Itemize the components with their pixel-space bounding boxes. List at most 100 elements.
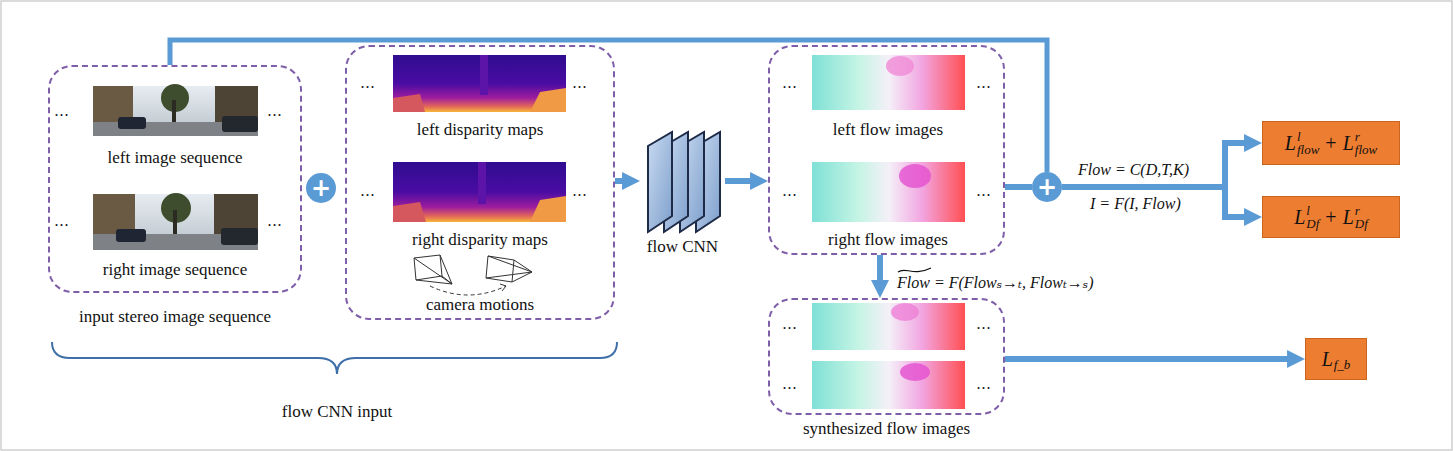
disparity-gradient	[393, 162, 566, 222]
dashed-group: left flow images right flow images	[768, 45, 1005, 255]
plus-circle: +	[1032, 172, 1062, 202]
ellipsis: ...	[361, 183, 376, 199]
subscript: flow	[1355, 143, 1377, 156]
ellipsis: ...	[977, 316, 992, 332]
subscript: f_b	[1334, 355, 1351, 375]
ellipsis: ...	[783, 316, 798, 332]
flow-blob	[900, 363, 930, 381]
formula-row: Lf_b	[1322, 349, 1351, 369]
disparity-near	[530, 88, 566, 112]
disparity-near	[393, 94, 425, 112]
image-tile: left disparity maps	[390, 53, 570, 140]
disparity-pole	[478, 162, 486, 204]
image-tile: right flow images	[808, 160, 968, 250]
loss-symbol: L	[1285, 133, 1296, 153]
superscript: l	[1297, 130, 1319, 143]
image-tile: left image sequence	[90, 84, 260, 168]
group-heading: synthesized flow images	[710, 419, 1063, 439]
formula-tilde	[898, 268, 931, 272]
loss-box: Lf_b	[1305, 338, 1367, 380]
cnn-layer	[648, 132, 672, 232]
script-stack: rflow	[1355, 130, 1377, 156]
ellipsis: ...	[783, 75, 798, 91]
superscript: r	[1355, 130, 1377, 143]
image-tile: left flow images	[808, 53, 968, 140]
photo-building	[93, 86, 133, 122]
caption-text: left disparity maps	[360, 120, 600, 140]
subscript: flow	[1297, 143, 1319, 156]
disparity-map	[393, 55, 566, 112]
caption-text: right image sequence	[60, 260, 290, 280]
flow-arrow	[725, 178, 754, 184]
ellipsis: ...	[268, 213, 283, 229]
ellipsis: ...	[977, 183, 992, 199]
flow-gradient	[812, 162, 965, 222]
edge-label: Flow = F(Flowₛ→ₜ, Flowₜ→ₛ)	[897, 273, 1094, 293]
edge-label: I = F(I, Flow)	[1090, 194, 1181, 214]
cnn-block: flow CNN	[640, 128, 725, 257]
flow-arrow	[1062, 187, 1248, 217]
image-tile: right image sequence	[90, 192, 260, 280]
ellipsis: ...	[268, 103, 283, 119]
superscript: r	[1355, 204, 1368, 217]
flow-blob	[891, 303, 919, 321]
caption-text: left image sequence	[60, 148, 290, 168]
caption-text: camera motions	[370, 295, 590, 315]
group-caption: flow CNN input	[282, 402, 393, 422]
subscript: Df	[1306, 217, 1319, 230]
photo-sky	[93, 194, 258, 250]
loss-symbol: L	[1322, 349, 1333, 369]
loss-symbol: L	[1343, 133, 1354, 153]
plus-sign: +	[1037, 175, 1057, 199]
camera-rays	[414, 255, 452, 284]
ellipsis: ...	[55, 213, 70, 229]
caption-text: right flow images	[778, 230, 998, 250]
ellipsis: ...	[783, 376, 798, 392]
operator: +	[1325, 133, 1336, 153]
ellipsis: ...	[55, 103, 70, 119]
connector-line	[1005, 184, 1032, 190]
flow-image	[812, 55, 965, 110]
flow-gradient	[812, 361, 965, 409]
camera-frustums	[414, 255, 532, 295]
disparity-near	[393, 202, 426, 222]
flow-blob	[899, 164, 931, 188]
dashed-group: synthesized flow images	[768, 298, 1005, 415]
photo-tree-trunk	[173, 210, 177, 236]
edge-label: Flow = C(D,T,K)	[1078, 160, 1189, 180]
flow-arrow	[877, 255, 883, 284]
street-photo	[93, 84, 258, 136]
photo-car	[222, 116, 258, 132]
flow-blob	[886, 56, 914, 76]
loss-symbol: L	[1294, 207, 1305, 227]
flow-arrow	[1005, 356, 1291, 362]
flow-arrow	[615, 178, 626, 184]
ellipsis: ...	[361, 75, 376, 91]
ellipsis: ...	[573, 75, 588, 91]
ellipsis: ...	[977, 75, 992, 91]
dashed-group: input stereo image sequenceleft image se…	[48, 65, 302, 293]
subscript: Df	[1355, 217, 1368, 230]
image-tile: right disparity maps	[390, 160, 570, 250]
caption-text: right disparity maps	[360, 230, 600, 250]
script-stack: rDf	[1355, 204, 1368, 230]
photo-car	[118, 117, 146, 129]
caption-text: flow CNN	[610, 237, 755, 257]
flow-image	[812, 162, 965, 222]
plus-sign: +	[311, 176, 331, 200]
camera-motion-head	[500, 284, 506, 291]
photo-car	[221, 228, 258, 245]
ellipsis: ...	[573, 183, 588, 199]
loss-box: Llflow+Lrflow	[1262, 121, 1400, 165]
photo-building	[93, 194, 135, 234]
formula-row: LlDf+LrDf	[1294, 204, 1368, 230]
disparity-map	[393, 162, 566, 222]
flow-gradient	[812, 55, 965, 110]
script-stack: lDf	[1306, 204, 1319, 230]
flow-arrow	[1062, 143, 1248, 187]
script-stack: lflow	[1297, 130, 1319, 156]
formula-row: Llflow+Lrflow	[1285, 130, 1377, 156]
photo-car	[116, 229, 146, 242]
